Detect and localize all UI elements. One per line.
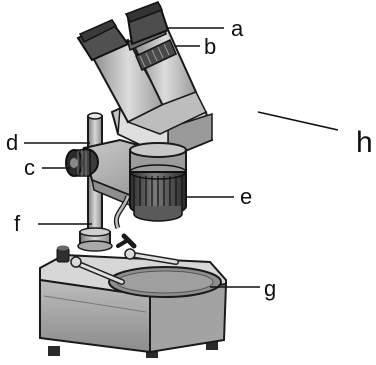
base-knob: [57, 246, 69, 263]
microscope-base: [40, 246, 226, 359]
label-c: c: [24, 155, 35, 180]
label-a: a: [231, 16, 244, 41]
label-d: d: [6, 130, 18, 155]
label-f: f: [14, 211, 21, 236]
leader-h: [258, 112, 338, 130]
label-g: g: [264, 276, 276, 301]
focus-knob: [66, 149, 98, 176]
label-h: h: [356, 126, 373, 159]
label-e: e: [240, 184, 252, 209]
stage-plate: [109, 267, 221, 297]
label-b: b: [204, 34, 216, 59]
objective-lens: [130, 143, 186, 221]
